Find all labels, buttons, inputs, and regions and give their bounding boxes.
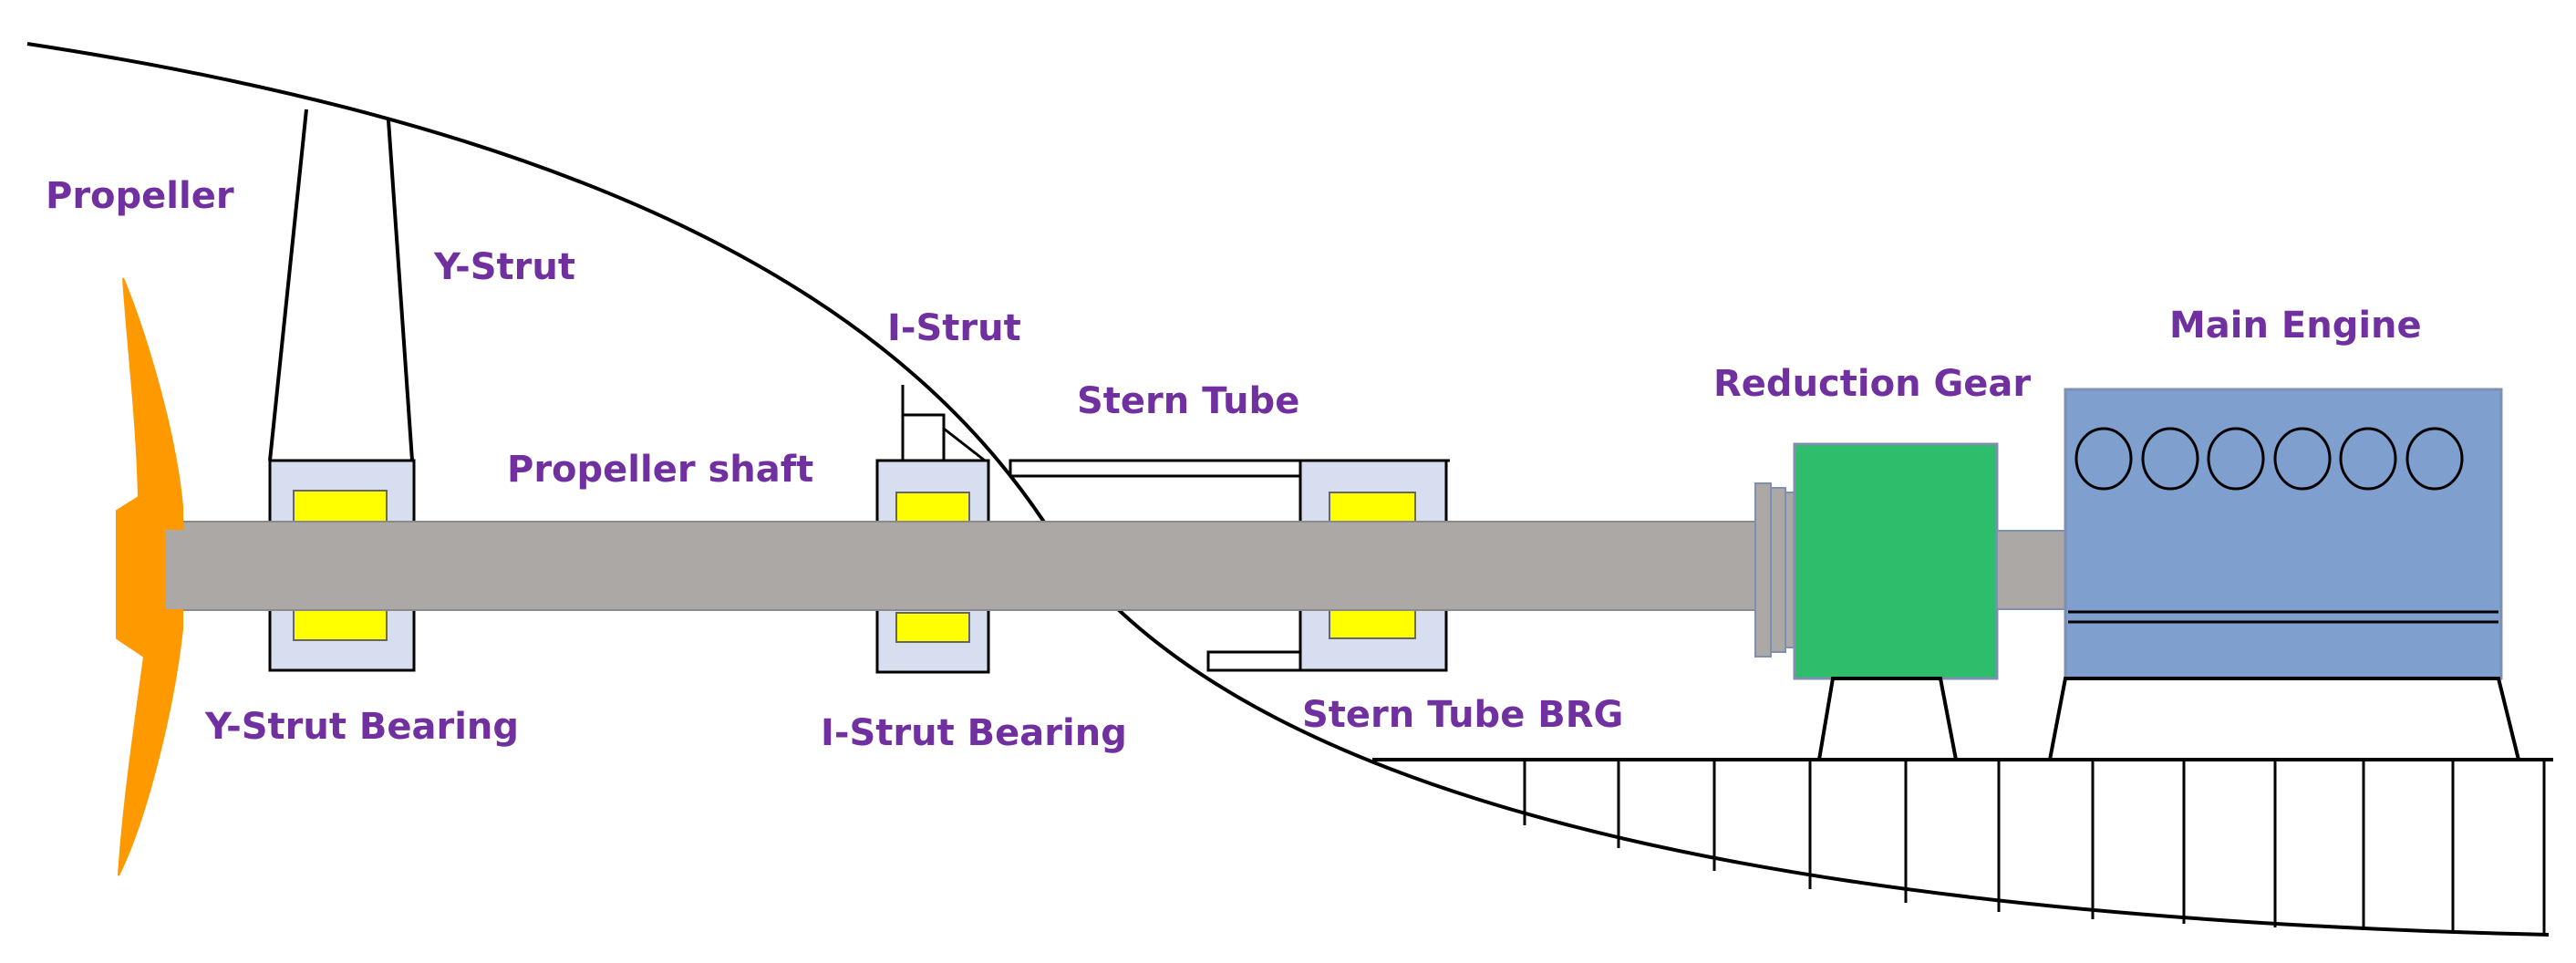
propeller [116,277,183,876]
i-strut-leg-mid [903,413,946,461]
stern-tube-bearing-liner-bottom [1329,608,1416,639]
label-propeller-shaft: Propeller shaft [507,449,813,491]
shaft-coupling-flange-2 [1770,487,1786,653]
reduction-gear-foundation [1816,677,1959,761]
circle-icon [2339,427,2397,491]
circle-icon [2074,427,2133,491]
stern-tube-lower-plate [1206,650,1304,672]
circle-icon [2141,427,2199,491]
circle-icon [2207,427,2265,491]
label-stern-tube-brg: Stern Tube BRG [1302,694,1623,736]
i-strut-bearing-liner-top [895,492,970,523]
label-main-engine: Main Engine [2169,305,2422,347]
y-strut-leg-aft [268,109,308,461]
circle-icon [2405,427,2464,491]
stern-tube-bearing-liner-top [1329,492,1416,523]
engine-cylinders [2074,427,2464,491]
label-i-strut: I-Strut [887,307,1021,349]
reduction-gear [1793,442,1999,680]
circle-icon [2273,427,2332,491]
main-engine [2064,388,2503,680]
y-strut-leg-fwd [387,119,414,461]
y-strut-bearing-liner-top [293,490,388,523]
floor-ribs [1523,760,2546,934]
i-strut-bearing-liner-bottom [895,612,970,643]
label-propeller: Propeller [46,175,234,217]
label-stern-tube: Stern Tube [1077,380,1299,422]
propeller-shaft [163,521,1765,611]
label-reduction-gear: Reduction Gear [1713,363,2031,405]
intermediate-shaft [1996,530,2071,610]
label-y-strut: Y-Strut [433,246,575,288]
label-y-strut-bearing: Y-Strut Bearing [204,706,519,748]
stern-tube-upper-plate [1009,459,1302,478]
shaft-coupling-flange-1 [1754,482,1772,658]
main-engine-foundation [2047,677,2521,761]
i-strut-leg-fwd [943,427,986,462]
label-i-strut-bearing: I-Strut Bearing [821,712,1127,754]
y-strut-bearing-liner-bottom [293,608,388,641]
